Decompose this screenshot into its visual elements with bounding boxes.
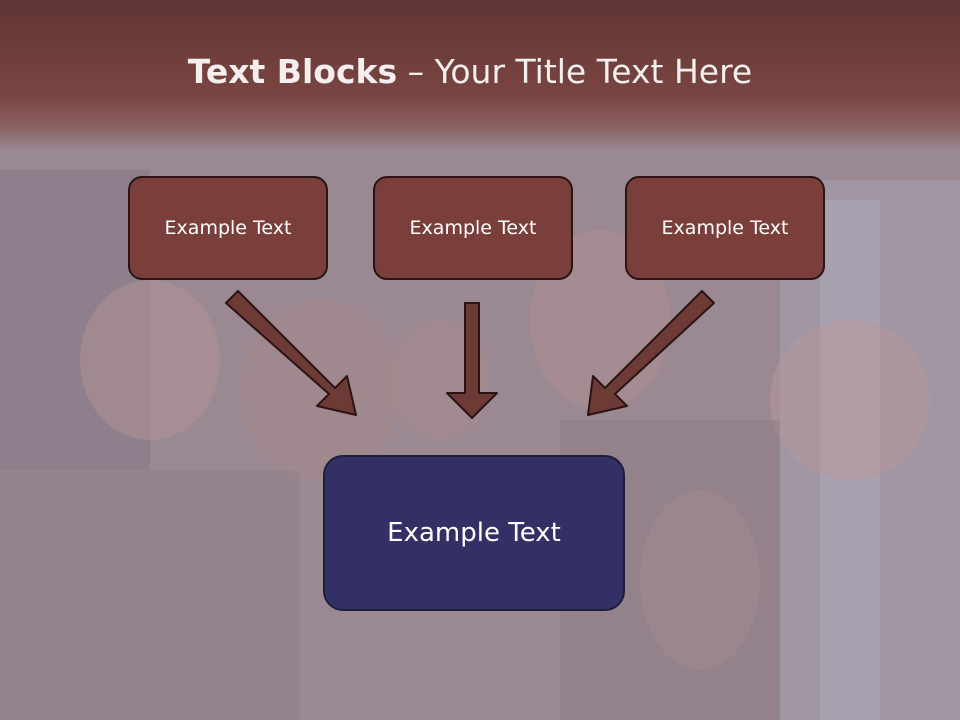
- text-block-right[interactable]: Example Text: [625, 176, 825, 280]
- arrow-right: [587, 290, 715, 416]
- title-rest: Your Title Text Here: [434, 52, 753, 91]
- title-band: [0, 0, 960, 150]
- text-block-bottom[interactable]: Example Text: [323, 455, 625, 611]
- arrow-center: [446, 302, 498, 419]
- slide-title: Text Blocks – Your Title Text Here: [0, 52, 940, 91]
- title-bold: Text Blocks: [187, 52, 398, 91]
- title-dash: –: [397, 52, 435, 91]
- text-block-left[interactable]: Example Text: [128, 176, 328, 280]
- arrow-left: [225, 290, 357, 416]
- text-block-center[interactable]: Example Text: [373, 176, 573, 280]
